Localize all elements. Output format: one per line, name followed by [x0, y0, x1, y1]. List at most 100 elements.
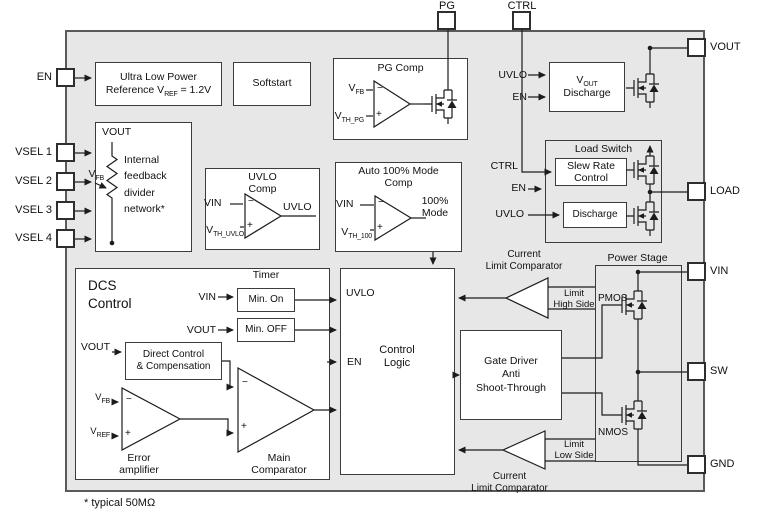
auto-comp-plus-sign: +	[377, 222, 383, 233]
pg-comp-vfb-base: V	[348, 82, 356, 94]
pg-comp-plus-sign: +	[376, 109, 382, 120]
vout-discharge-line2: Discharge	[563, 87, 611, 99]
reference-line1: Ultra Low Power	[119, 70, 198, 83]
block-auto-100-comp	[335, 162, 462, 252]
direct-control-line2: & Compensation	[136, 361, 211, 372]
limit-high-label2: High Side	[553, 299, 595, 311]
pin-label-vsel2: VSEL 2	[15, 175, 52, 187]
pg-output-fet-icon	[423, 83, 458, 125]
error-amp-vref-sub: REF	[96, 431, 111, 439]
limit-low-note2: Limit Comparator	[471, 482, 548, 494]
auto-comp-vth-sub: TH_100	[348, 233, 372, 241]
softstart-label: Softstart	[252, 77, 292, 90]
uvlo-comp-vin-label: VIN	[204, 197, 222, 209]
vout-discharge-v: V	[576, 73, 584, 86]
error-amp-vfb-base: V	[95, 392, 102, 403]
pin-label-sw: SW	[710, 365, 728, 377]
timer-vin-label: VIN	[198, 291, 216, 303]
error-amplifier-triangle	[121, 386, 182, 452]
vout-discharge-uvlo-label: UVLO	[498, 69, 527, 81]
main-comp-caption2: Comparator	[251, 464, 307, 477]
limit-low-label: Limit Low Side	[549, 439, 599, 461]
uvlo-comp-title: UVLO Comp	[205, 171, 320, 196]
reference-vref-sub: REF	[164, 91, 178, 99]
vout-discharge-en-label: EN	[512, 91, 527, 103]
vout-discharge-line1: VOUT	[576, 73, 598, 88]
error-amp-vfb-label: VFB	[84, 392, 110, 405]
comparator-triangles	[121, 79, 549, 470]
load-switch-uvlo-label: UVLO	[495, 208, 524, 220]
limit-high-note2: Limit Comparator	[485, 260, 563, 272]
load-switch-ctrl-label: CTRL	[490, 160, 518, 172]
feedback-vout-label: VOUT	[102, 126, 132, 138]
control-logic-uvlo-label: UVLO	[346, 287, 375, 299]
limit-high-note: Current Limit Comparator	[468, 249, 580, 273]
auto-100-comparator-triangle	[374, 194, 413, 242]
pin-label-load: LOAD	[710, 185, 740, 197]
pg-comp-vfb-label: VFB	[338, 82, 364, 96]
uvlo-comp-out-label: UVLO	[283, 201, 312, 213]
block-feedback-divider	[95, 122, 192, 252]
control-logic-title2: Logic	[383, 356, 411, 369]
auto-comp-vth-label: VTH_100	[326, 226, 372, 241]
power-stage-title: Power Stage	[607, 252, 668, 264]
error-amp-vref-base: V	[90, 426, 97, 437]
reference-vref-base: Reference V	[105, 84, 165, 96]
load-switch-fet-bottom-icon	[625, 195, 660, 237]
pin-label-ctrl: CTRL	[507, 0, 537, 12]
load-switch-fet-top-icon	[625, 149, 660, 191]
limit-low-note: Current Limit Comparator	[452, 471, 567, 495]
dcs-title2: Control	[88, 295, 132, 311]
pin-label-vsel3: VSEL 3	[15, 204, 52, 216]
limit-high-comparator-triangle	[504, 277, 549, 319]
pin-pad-vsel3	[56, 201, 75, 220]
feedback-description: Internal feedback divider network*	[124, 154, 167, 215]
main-comp-minus-sign: −	[242, 377, 248, 388]
load-switch-en-label: EN	[511, 182, 526, 194]
error-amp-caption2: amplifier	[119, 464, 159, 477]
control-logic-title1: Control	[379, 344, 415, 356]
feedback-vfb-label: VFB	[78, 168, 104, 183]
block-direct-control: Direct Control & Compensation	[125, 342, 222, 380]
error-amp-minus-sign: −	[126, 394, 132, 405]
error-amp-vfb-sub: FB	[101, 397, 110, 405]
auto-comp-minus-sign: −	[378, 197, 384, 208]
limit-low-note1: Current	[492, 471, 527, 482]
main-comp-caption: Main Comparator	[240, 452, 318, 477]
auto-comp-out1: 100%	[421, 195, 449, 207]
block-control-logic	[340, 268, 455, 475]
junction-dots	[109, 45, 653, 375]
block-min-on: Min. On	[237, 288, 295, 312]
auto-comp-vin-label: VIN	[336, 198, 354, 210]
limit-low-label2: Low Side	[554, 450, 594, 462]
pg-comp-vth-base: V	[334, 110, 342, 122]
pin-label-vin: VIN	[710, 265, 729, 277]
uvlo-comp-plus-sign: +	[247, 220, 253, 231]
feedback-vfb-sub: FB	[95, 175, 104, 183]
auto-comp-vth-base: V	[341, 226, 349, 238]
uvlo-comparator-triangle	[244, 192, 283, 240]
dcs-title: DCS Control	[88, 277, 132, 312]
pin-pad-vout	[687, 38, 706, 57]
limit-high-label: Limit High Side	[549, 288, 599, 310]
pin-pad-en	[56, 68, 75, 87]
auto-comp-out2: Mode	[421, 207, 449, 220]
vout-discharge-fet-icon	[625, 67, 660, 109]
uvlo-comp-title1: UVLO	[248, 171, 277, 183]
uvlo-comp-vth-sub: TH_UVLO	[213, 231, 244, 239]
uvlo-comp-vth-label: VTH_UVLO	[198, 224, 244, 239]
pg-comparator-triangle	[373, 79, 412, 129]
pin-pad-pg	[437, 11, 456, 30]
control-logic-en-label: EN	[347, 356, 362, 368]
vout-discharge-sub: OUT	[583, 80, 598, 88]
block-reference: Ultra Low Power Reference VREF = 1.2V	[95, 62, 222, 106]
block-slew-rate-control: Slew Rate Control	[555, 158, 627, 186]
pmos-label: PMOS	[598, 293, 628, 304]
main-comparator-triangle	[237, 366, 316, 454]
uvlo-comp-vth-base: V	[206, 224, 214, 236]
timer-vout-label: VOUT	[186, 324, 216, 336]
reference-vref-value: = 1.2V	[177, 84, 212, 96]
main-comp-caption1: Main	[267, 452, 291, 464]
